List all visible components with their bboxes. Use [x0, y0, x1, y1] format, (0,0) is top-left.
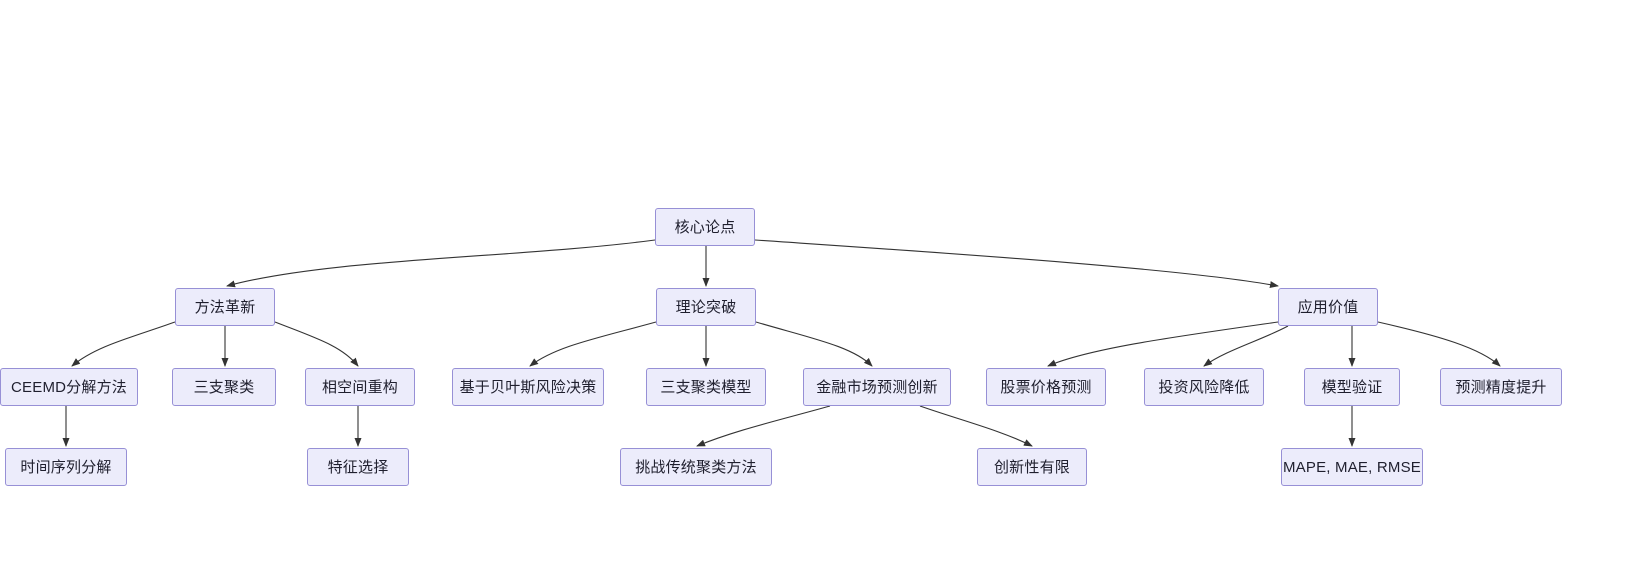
node-label-l4b3a: 挑战传统聚类方法	[635, 458, 757, 476]
edge-l2b-to-l3b1	[529, 321, 657, 367]
node-label-l2b: 理论突破	[675, 298, 737, 316]
node-l3a1[interactable]: CEEMD分解方法	[0, 368, 138, 406]
node-l4b3b[interactable]: 创新性有限	[977, 448, 1087, 486]
edge-l2c-to-l3c2	[1203, 325, 1289, 367]
edges-group	[62, 239, 1501, 447]
node-l2a[interactable]: 方法革新	[175, 288, 275, 326]
node-l3c3[interactable]: 模型验证	[1304, 368, 1400, 406]
node-label-l3c4: 预测精度提升	[1455, 378, 1547, 396]
node-label-l3c3: 模型验证	[1321, 378, 1383, 396]
node-label-root: 核心论点	[674, 218, 736, 236]
node-label-l3a1: CEEMD分解方法	[11, 378, 127, 396]
edge-root-to-l2a	[226, 239, 656, 288]
edge-l2a-to-l3a3	[274, 321, 359, 367]
node-label-l2a: 方法革新	[194, 298, 256, 316]
edge-root-to-l2c	[754, 239, 1279, 288]
node-l3a3[interactable]: 相空间重构	[305, 368, 415, 406]
edge-l2b-to-l3b3	[755, 321, 873, 367]
node-l3a2[interactable]: 三支聚类	[172, 368, 276, 406]
node-label-l3c2: 投资风险降低	[1158, 378, 1250, 396]
edge-l2a-to-l3a1	[71, 321, 176, 367]
node-label-l3b1: 基于贝叶斯风险决策	[459, 378, 597, 396]
node-l4c3[interactable]: MAPE, MAE, RMSE	[1281, 448, 1423, 486]
node-l3c4[interactable]: 预测精度提升	[1440, 368, 1562, 406]
node-label-l4a3: 特征选择	[327, 458, 389, 476]
node-root[interactable]: 核心论点	[655, 208, 755, 246]
node-l4b3a[interactable]: 挑战传统聚类方法	[620, 448, 772, 486]
node-label-l3b2: 三支聚类模型	[660, 378, 752, 396]
edge-l2c-to-l3c1	[1047, 321, 1279, 367]
node-l2b[interactable]: 理论突破	[656, 288, 756, 326]
node-label-l3c1: 股票价格预测	[1000, 378, 1092, 396]
node-l3b3[interactable]: 金融市场预测创新	[803, 368, 951, 406]
node-label-l2c: 应用价值	[1297, 298, 1359, 316]
edge-l3b3-to-l4b3b	[919, 405, 1033, 447]
node-label-l3b3: 金融市场预测创新	[816, 378, 938, 396]
node-l3b1[interactable]: 基于贝叶斯风险决策	[452, 368, 604, 406]
node-l4a1[interactable]: 时间序列分解	[5, 448, 127, 486]
node-l3b2[interactable]: 三支聚类模型	[646, 368, 766, 406]
node-l2c[interactable]: 应用价值	[1278, 288, 1378, 326]
node-l4a3[interactable]: 特征选择	[307, 448, 409, 486]
node-label-l3a2: 三支聚类	[193, 378, 255, 396]
node-label-l4c3: MAPE, MAE, RMSE	[1282, 458, 1422, 476]
edge-l2c-to-l3c4	[1377, 321, 1501, 367]
edge-l3b3-to-l4b3a	[696, 405, 831, 447]
node-label-l4a1: 时间序列分解	[20, 458, 112, 476]
node-label-l3a3: 相空间重构	[321, 378, 398, 396]
node-l3c2[interactable]: 投资风险降低	[1144, 368, 1264, 406]
node-label-l4b3b: 创新性有限	[993, 458, 1070, 476]
node-l3c1[interactable]: 股票价格预测	[986, 368, 1106, 406]
